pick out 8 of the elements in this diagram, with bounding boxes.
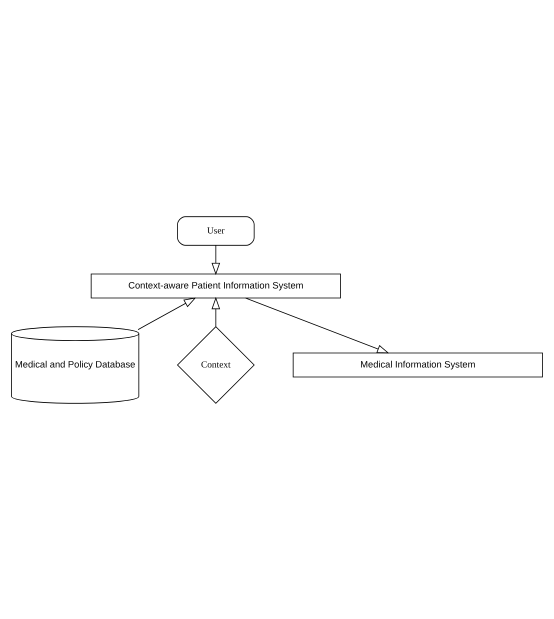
arrow — [138, 297, 196, 330]
node-box: User — [177, 216, 255, 246]
node-diamond: Context — [176, 326, 255, 404]
node-box: Context-aware Patient Information System — [90, 273, 341, 298]
arrow — [212, 296, 220, 326]
arrow — [245, 297, 390, 353]
node-box: Medical Information System — [292, 352, 543, 377]
arrow — [212, 244, 220, 275]
